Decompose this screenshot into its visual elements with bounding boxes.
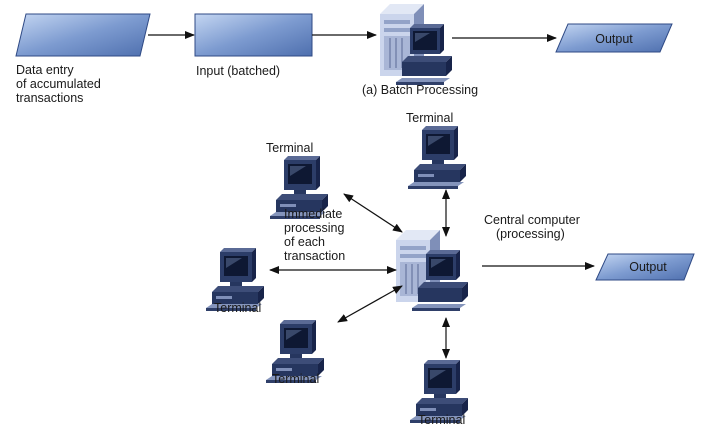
batch-output-label: Output [595,32,633,46]
central-computer-icon [395,229,469,312]
terminal-top-label: Terminal [406,111,453,125]
immediate-label-line-2: processing [284,221,344,235]
data-entry-label-line-2: of accumulated [16,77,101,91]
input-batched-box [194,13,313,57]
data-entry-label-line-1: Data entry [16,63,74,77]
terminal-lower-left-label: Terminal [272,372,319,386]
immediate-label-line-4: transaction [284,249,345,263]
terminal-top-icon [408,126,466,189]
arrow-upper-left-terminal-link [343,193,403,233]
online-output-shape [595,253,695,281]
batch-computer-icon [379,3,453,86]
terminal-left-label: Terminal [214,301,261,315]
batch-processing-section: Data entry of accumulated transactions I… [15,3,673,105]
online-processing-section: Central computer (processing) Output Ter… [206,111,695,427]
data-entry-shape [15,13,151,57]
central-computer-label-line-2: (processing) [496,227,565,241]
online-output-label: Output [629,260,667,274]
batch-output-shape [555,23,673,53]
immediate-label-line-3: of each [284,235,325,249]
batch-processing-caption: (a) Batch Processing [362,83,478,97]
terminal-upper-left-label: Terminal [266,141,313,155]
data-entry-label-line-3: transactions [16,91,83,105]
immediate-label-line-1: Immediate [284,207,342,221]
central-computer-label-line-1: Central computer [484,213,580,227]
terminal-bottom-label: Terminal [418,413,465,427]
input-batched-label: Input (batched) [196,64,280,78]
arrow-lower-left-terminal-link [337,285,403,323]
